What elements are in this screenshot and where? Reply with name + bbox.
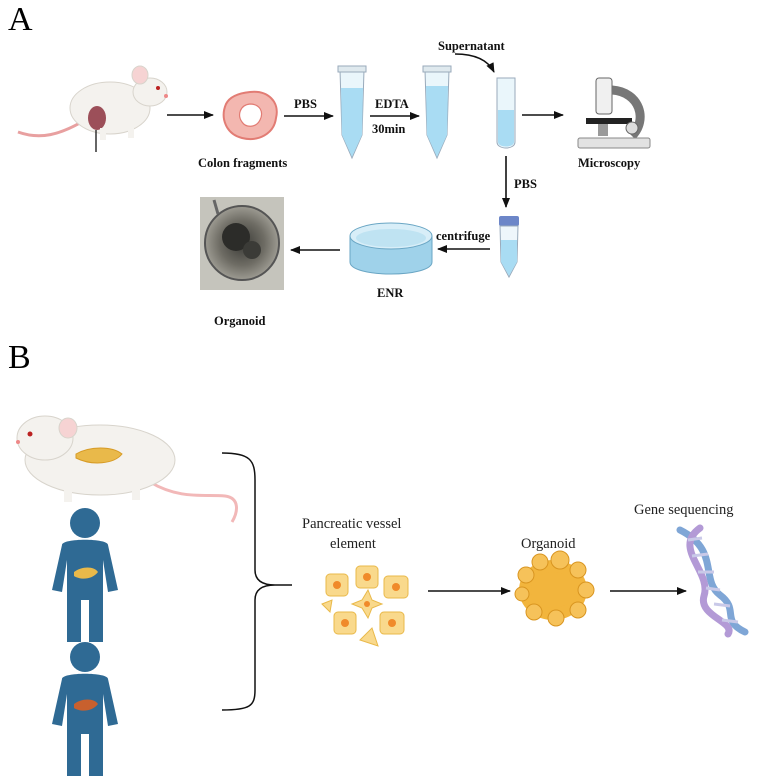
label-enr: ENR: [377, 286, 404, 300]
arrow-supernatant: [454, 53, 495, 73]
label-organoid-a: Organoid: [214, 314, 265, 328]
grouping-bracket: [221, 452, 276, 711]
petri-dish-icon: [349, 222, 433, 275]
label-supernatant: Supernatant: [438, 39, 506, 53]
label-organoid-b: Organoid: [521, 536, 576, 552]
panel-a-letter: A: [8, 1, 33, 38]
tube-2-icon: [422, 65, 452, 160]
colon-fragment-icon: [222, 90, 278, 140]
tube-1-icon: [337, 65, 367, 160]
human-figure-2: [52, 642, 118, 776]
organoid-blob: [514, 550, 595, 627]
label-microscopy: Microscopy: [578, 156, 641, 170]
tube-3-icon: [496, 77, 516, 149]
label-pbs-1: PBS: [294, 97, 317, 111]
label-vessel-line1: Pancreatic vessel: [302, 516, 401, 532]
mouse-a-illustration: [17, 65, 168, 152]
label-edta: EDTA: [375, 97, 409, 111]
tube-4-icon: [499, 216, 519, 279]
rat-b-illustration: [16, 415, 238, 523]
label-vessel-line2: element: [330, 536, 376, 552]
label-gene-sequencing: Gene sequencing: [634, 502, 733, 518]
label-30min: 30min: [372, 122, 405, 136]
dna-helix-icon: [676, 524, 749, 638]
organoid-micrograph: [200, 197, 284, 290]
label-colon-fragments: Colon fragments: [198, 156, 287, 170]
label-centrifuge: centrifuge: [436, 229, 491, 243]
pancreatic-cells-cluster: [321, 565, 409, 647]
panel-b-letter: B: [8, 339, 31, 376]
microscope-icon: [577, 77, 651, 149]
label-pbs-2: PBS: [514, 177, 537, 191]
human-figure-1: [52, 508, 118, 642]
